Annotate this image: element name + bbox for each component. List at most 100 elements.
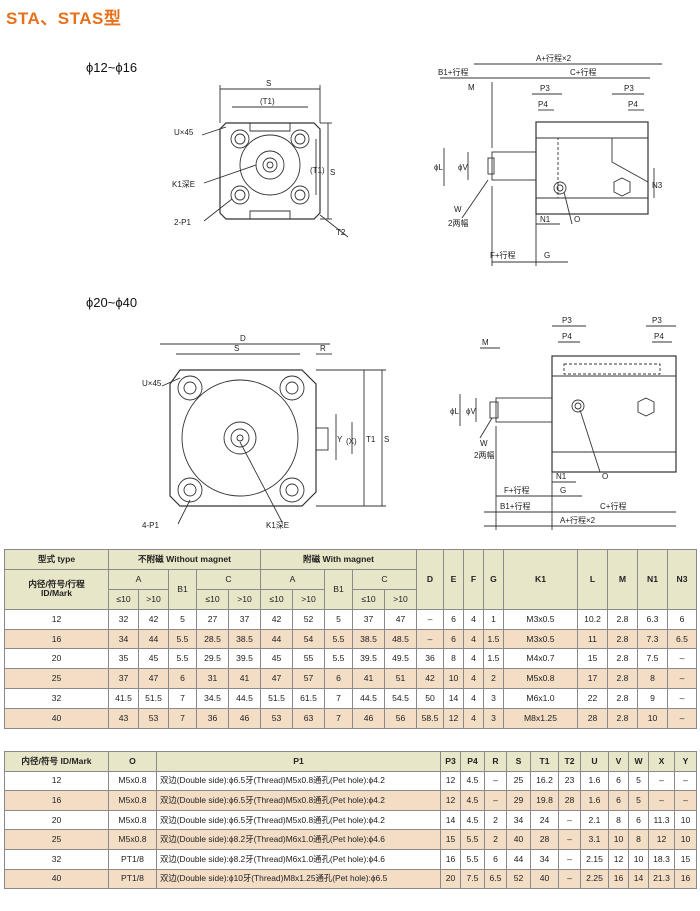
t2-cell: 29	[506, 790, 531, 811]
range-label-small: ϕ12~ϕ16	[86, 60, 138, 75]
t1-cell: 46	[352, 708, 385, 730]
t2-cell: 8	[628, 829, 649, 850]
t1-cell: 7.3	[637, 628, 668, 650]
t1-cell: 53	[260, 708, 293, 730]
dim-P3-right-large: P3	[652, 316, 662, 325]
t2-header-cell: O	[108, 751, 157, 772]
t1-cell: 1.5	[483, 648, 504, 670]
t1-cell: 44.5	[352, 688, 385, 710]
label-Ux45-large: U×45	[142, 379, 162, 388]
t1-sub-gt: >10	[384, 588, 417, 610]
t2-header-cell: T2	[558, 751, 581, 772]
t1-cell: 47	[384, 608, 417, 630]
t1-cell: 11	[577, 628, 608, 650]
t2-cell: 6	[608, 790, 629, 811]
t2-header-cell: Y	[674, 751, 697, 772]
t2-cell: 6	[608, 770, 629, 792]
t1-cell: 57	[292, 668, 325, 690]
t1-cell: 42	[138, 608, 169, 630]
t1-cell: 20	[4, 648, 109, 670]
t1-cell: M4x0.7	[503, 648, 578, 670]
t2-cell: 2	[484, 829, 507, 850]
t1-cell: 12	[4, 608, 109, 630]
t1-cell: 3	[483, 708, 504, 730]
t1-cell: 36	[416, 648, 444, 670]
dim-P4-right: P4	[628, 100, 638, 109]
t1-header-with-magnet: 附磁 With magnet	[260, 549, 417, 570]
t2-header-cell: P4	[460, 751, 485, 772]
t2-cell: –	[558, 868, 581, 890]
t2-cell: 18.3	[648, 848, 675, 870]
t1-cell: 42	[416, 668, 444, 690]
t2-cell: 1.6	[580, 790, 609, 811]
t2-cell: 2.1	[580, 809, 609, 831]
t2-cell: 7.5	[460, 868, 485, 890]
t2-cell: 12	[648, 829, 675, 850]
dim-P4-right-large: P4	[654, 332, 664, 341]
t1-cell: –	[667, 668, 697, 690]
t1-cell: M5x0.8	[503, 668, 578, 690]
dim-P3-left-large: P3	[562, 316, 572, 325]
dim-P4-left: P4	[538, 100, 548, 109]
t1-header-M: M	[607, 549, 638, 610]
t1-sub-le: ≤10	[352, 588, 385, 610]
t1-header-without-magnet: 不附磁 Without magnet	[108, 549, 261, 570]
t1-cell: 32	[108, 608, 139, 630]
t1-cell: 44	[260, 628, 293, 650]
dim-D: D	[240, 334, 246, 343]
t2-cell-p1: 双边(Double side):ϕ6.5牙(Thread)M5x0.8通孔(Pe…	[156, 770, 441, 792]
t1-cell: 4	[463, 608, 484, 630]
t2-cell: 25	[4, 829, 109, 850]
t1-cell: 7	[324, 688, 353, 710]
t1-cell: 4	[463, 628, 484, 650]
t2-cell: 5	[628, 790, 649, 811]
t1-cell: 5	[324, 608, 353, 630]
t1-cell: 1	[483, 608, 504, 630]
t1-cell: 44	[138, 628, 169, 650]
t1-cell: –	[416, 628, 444, 650]
dim-phiL-large: ϕL	[450, 407, 459, 416]
t2-cell: 11.3	[648, 809, 675, 831]
t2-cell: 23	[558, 770, 581, 792]
t1-cell: 6.5	[667, 628, 697, 650]
t1-header-L: L	[577, 549, 608, 610]
t2-cell: –	[558, 829, 581, 850]
t2-cell: 16	[4, 790, 109, 811]
t2-cell: 40	[530, 868, 559, 890]
t1-cell: 51	[384, 668, 417, 690]
t2-cell: M5x0.8	[108, 790, 157, 811]
dim-F-stroke-large: F+行程	[504, 485, 530, 495]
t1-sub-gt: >10	[228, 588, 261, 610]
t1-header-A-mag: A	[260, 568, 325, 590]
t1-cell: 54.5	[384, 688, 417, 710]
t2-cell: 52	[506, 868, 531, 890]
dim-S: S	[266, 79, 271, 88]
t2-cell: 5.5	[460, 848, 485, 870]
t1-cell: 41	[228, 668, 261, 690]
dim-N1-large: N1	[556, 472, 567, 481]
t2-cell: –	[484, 790, 507, 811]
t2-cell: 25	[506, 770, 531, 792]
t1-header-id-en: ID/Mark	[40, 588, 73, 599]
t1-cell: 35	[108, 648, 139, 670]
t1-cell: 37	[108, 668, 139, 690]
t2-header-cell: P3	[440, 751, 461, 772]
t1-sub-le: ≤10	[108, 588, 139, 610]
t1-cell: 63	[292, 708, 325, 730]
t1-cell: 55	[292, 648, 325, 670]
t1-cell: 34	[108, 628, 139, 650]
label-4P1: 4-P1	[142, 521, 159, 530]
t1-cell: 15	[577, 648, 608, 670]
t1-cell: 2.8	[607, 628, 638, 650]
t1-cell: 34.5	[196, 688, 229, 710]
t1-cell: 8	[637, 668, 668, 690]
t2-cell: 10	[674, 829, 697, 850]
t2-cell: –	[674, 790, 697, 811]
t1-cell: 53	[138, 708, 169, 730]
t1-cell: 5.5	[168, 628, 197, 650]
t1-cell: 3	[483, 688, 504, 710]
t2-cell: 16	[440, 848, 461, 870]
